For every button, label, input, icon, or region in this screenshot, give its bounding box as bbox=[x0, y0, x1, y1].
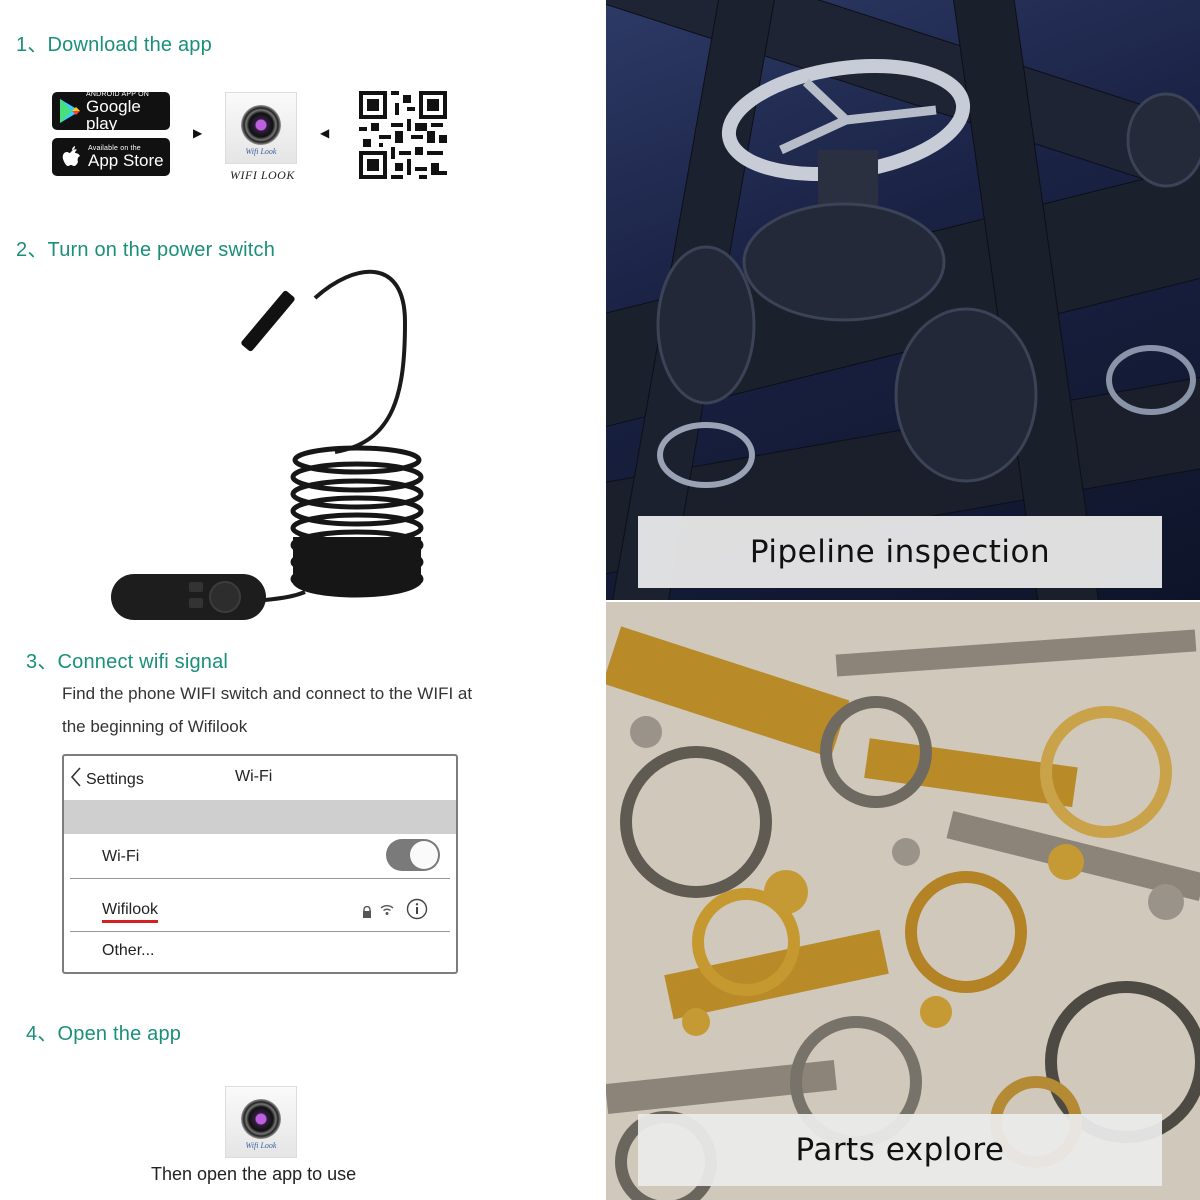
open-app-caption: Then open the app to use bbox=[151, 1164, 357, 1184]
app-store-big-text: App Store bbox=[88, 151, 164, 170]
wifi-panel-title: Wi-Fi bbox=[235, 768, 273, 785]
wifi-settings-panel: Settings Wi-Fi Wi-Fi Wifilook Other... bbox=[62, 754, 458, 974]
wifi-toggle[interactable] bbox=[386, 839, 440, 871]
toggle-knob bbox=[410, 841, 438, 869]
info-icon[interactable] bbox=[406, 898, 428, 925]
google-play-small-text: ANDROID APP ON bbox=[86, 90, 150, 98]
app-store-button[interactable]: Available on the App Store bbox=[52, 138, 170, 176]
other-networks-item[interactable]: Other... bbox=[102, 942, 155, 959]
lock-icon bbox=[362, 905, 372, 923]
network-name: Wifilook bbox=[102, 901, 159, 923]
wifi-signal-icon bbox=[380, 903, 394, 921]
app-icon-caption: Wifi Look bbox=[245, 1141, 277, 1150]
pipeline-inspection-label: Pipeline inspection bbox=[638, 516, 1162, 588]
step-1-heading: 1、Download the app bbox=[16, 34, 212, 56]
application-photos: Pipeline inspection Parts explore bbox=[606, 0, 1200, 1200]
wifi-toggle-row: Wi-Fi bbox=[70, 834, 450, 879]
instructions-panel: 1、Download the app ANDROID APP ON Google… bbox=[16, 34, 473, 1184]
parts-explore-label: Parts explore bbox=[638, 1114, 1162, 1186]
settings-back-button[interactable]: Settings bbox=[70, 766, 144, 793]
app-name-caption: WIFI LOOK bbox=[230, 168, 295, 182]
endoscope-device-image bbox=[105, 262, 435, 622]
arrow-right-icon: ▶ bbox=[193, 126, 203, 140]
google-play-big-text: Google play bbox=[86, 96, 141, 133]
connect-description: Find the phone WIFI switch and connect t… bbox=[62, 684, 473, 736]
apple-icon bbox=[58, 144, 84, 170]
parts-photo: Parts explore bbox=[606, 602, 1200, 1200]
app-icon-caption: Wifi Look bbox=[245, 147, 277, 156]
qr-code bbox=[359, 91, 447, 179]
step-4-heading: 4、Open the app bbox=[26, 1023, 182, 1045]
pipeline-photo: Pipeline inspection bbox=[606, 0, 1200, 600]
google-play-button[interactable]: ANDROID APP ON Google play bbox=[52, 90, 170, 133]
network-row-wifilook[interactable]: Wifilook bbox=[70, 879, 450, 932]
wifi-look-app-icon-open[interactable]: Wifi Look bbox=[225, 1086, 297, 1158]
camera-lens-icon bbox=[241, 105, 281, 145]
camera-lens-icon bbox=[241, 1099, 281, 1139]
arrow-left-icon: ◀ bbox=[320, 126, 330, 140]
app-store-small-text: Available on the bbox=[88, 145, 141, 152]
wifi-look-app-icon[interactable]: Wifi Look bbox=[225, 92, 297, 164]
step-3-heading: 3、Connect wifi signal bbox=[26, 651, 229, 673]
step-2-heading: 2、Turn on the power switch bbox=[16, 239, 276, 261]
chevron-left-icon bbox=[70, 766, 82, 793]
wifi-row-label: Wi-Fi bbox=[102, 848, 140, 865]
google-play-icon bbox=[58, 98, 82, 124]
section-separator bbox=[64, 800, 456, 834]
settings-back-label: Settings bbox=[86, 770, 144, 788]
